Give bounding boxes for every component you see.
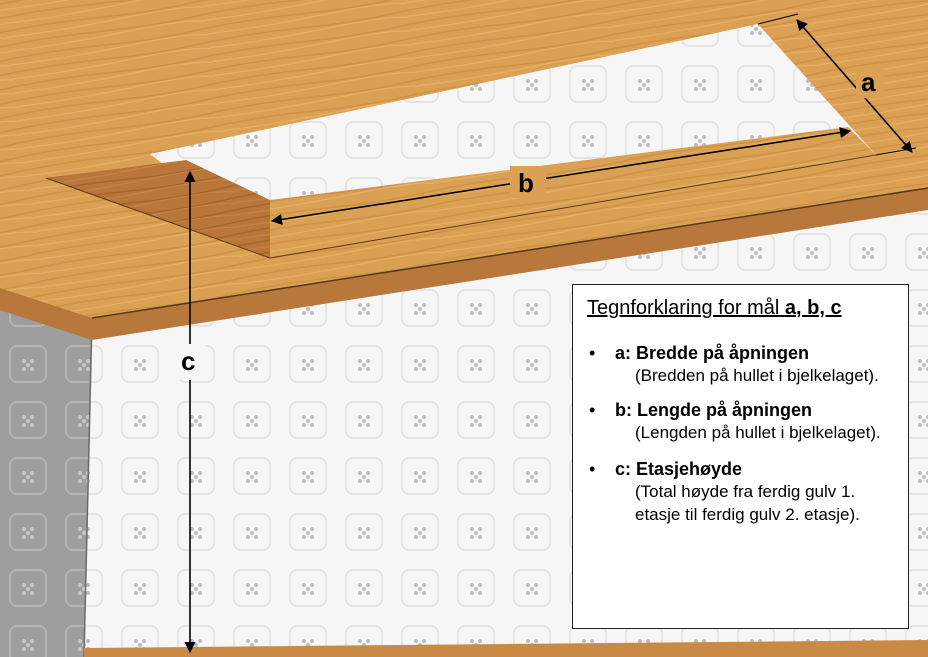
legend-term: a: Bredde på åpningen [615,343,810,363]
legend-description: (Bredden på hullet i bjelkelaget). [635,366,879,385]
legend-item-b: • b: Lengde på åpningen (Lengden på hull… [587,399,894,444]
legend-term: b: Lengde på åpningen [615,400,812,420]
opening-edge-line [45,177,271,259]
bullet-icon: • [589,459,596,479]
legend-title: Tegnforklaring for mål a, b, c [587,297,894,320]
legend-description: (Total høyde fra ferdig gulv 1. etasje t… [635,482,860,524]
dimension-b-label-bg [510,166,546,198]
wall-corner-edge [83,317,93,657]
legend-title-bold: a, b, c [784,297,842,319]
dimension-a-label-bg [856,66,884,98]
ceiling-front-edge [0,188,928,340]
legend-item-a: • a: Bredde på åpningen (Bredden på hull… [587,342,894,387]
dimension-b-line [270,127,852,225]
dimension-c-label: c [181,346,195,376]
legend-description: (Lengden på hullet i bjelkelaget). [635,423,881,442]
dimension-a-line [796,19,913,153]
dimension-c-label-bg [177,344,205,380]
bullet-icon: • [589,400,596,420]
bullet-icon: • [589,343,596,363]
dimension-a-ext [757,13,799,25]
legend-list: • a: Bredde på åpningen (Bredden på hull… [587,342,894,526]
legend-item-c: • c: Etasjehøyde (Total høyde fra ferdig… [587,458,894,526]
dimension-a-label: a [861,67,876,97]
left-wall [0,288,92,657]
opening-side-left [46,160,270,258]
legend-box: Tegnforklaring for mål a, b, c • a: Bred… [572,284,909,629]
dimension-b-label: b [518,168,534,198]
floor-strip [84,640,928,657]
legend-title-text: Tegnforklaring for mål [587,297,780,319]
dimension-a-ext2 [875,147,917,156]
legend-term: c: Etasjehøyde [615,459,743,479]
